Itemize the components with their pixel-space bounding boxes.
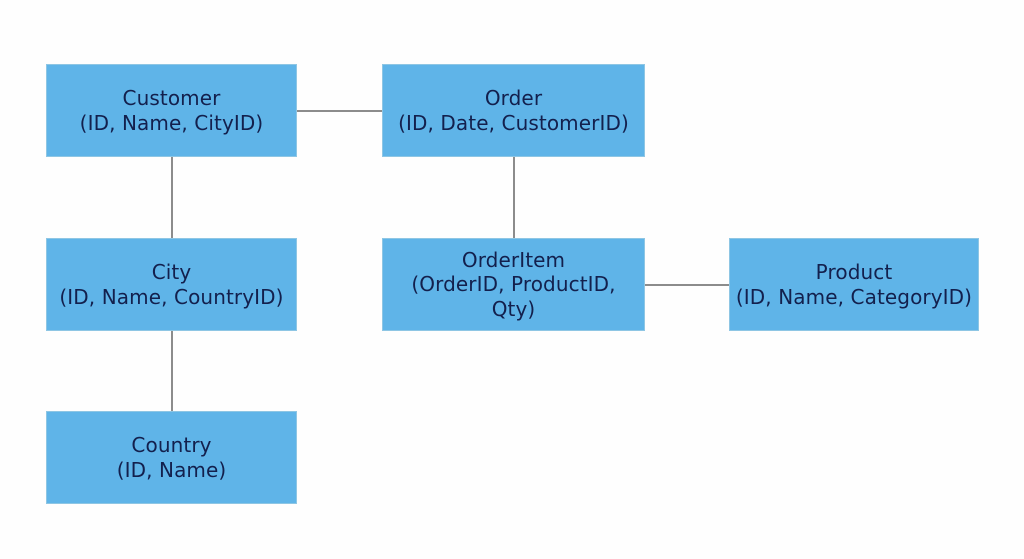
connector-customer-order [297, 110, 382, 112]
entity-product-name: Product [815, 260, 893, 285]
entity-orderitem-attributes: (OrderID, ProductID, Qty) [411, 272, 616, 321]
entity-order-name: Order [484, 86, 543, 111]
entity-country-attributes: (ID, Name) [116, 457, 227, 482]
entity-product[interactable]: Product (ID, Name, CategoryID) [729, 238, 979, 331]
connector-city-country [171, 331, 173, 411]
entity-city-name: City [151, 260, 192, 285]
entity-product-attributes: (ID, Name, CategoryID) [735, 284, 973, 309]
entity-country-name: Country [131, 433, 212, 458]
connector-order-orderitem [513, 157, 515, 238]
entity-order-attributes: (ID, Date, CustomerID) [398, 110, 629, 135]
entity-customer[interactable]: Customer (ID, Name, CityID) [46, 64, 297, 157]
entity-orderitem[interactable]: OrderItem (OrderID, ProductID, Qty) [382, 238, 645, 331]
entity-country[interactable]: Country (ID, Name) [46, 411, 297, 504]
connector-customer-city [171, 157, 173, 238]
entity-city-attributes: (ID, Name, CountryID) [59, 284, 284, 309]
entity-customer-attributes: (ID, Name, CityID) [79, 110, 264, 135]
entity-city[interactable]: City (ID, Name, CountryID) [46, 238, 297, 331]
entity-customer-name: Customer [122, 86, 221, 111]
connector-orderitem-product [645, 284, 729, 286]
entity-orderitem-name: OrderItem [461, 247, 566, 272]
entity-order[interactable]: Order (ID, Date, CustomerID) [382, 64, 645, 157]
